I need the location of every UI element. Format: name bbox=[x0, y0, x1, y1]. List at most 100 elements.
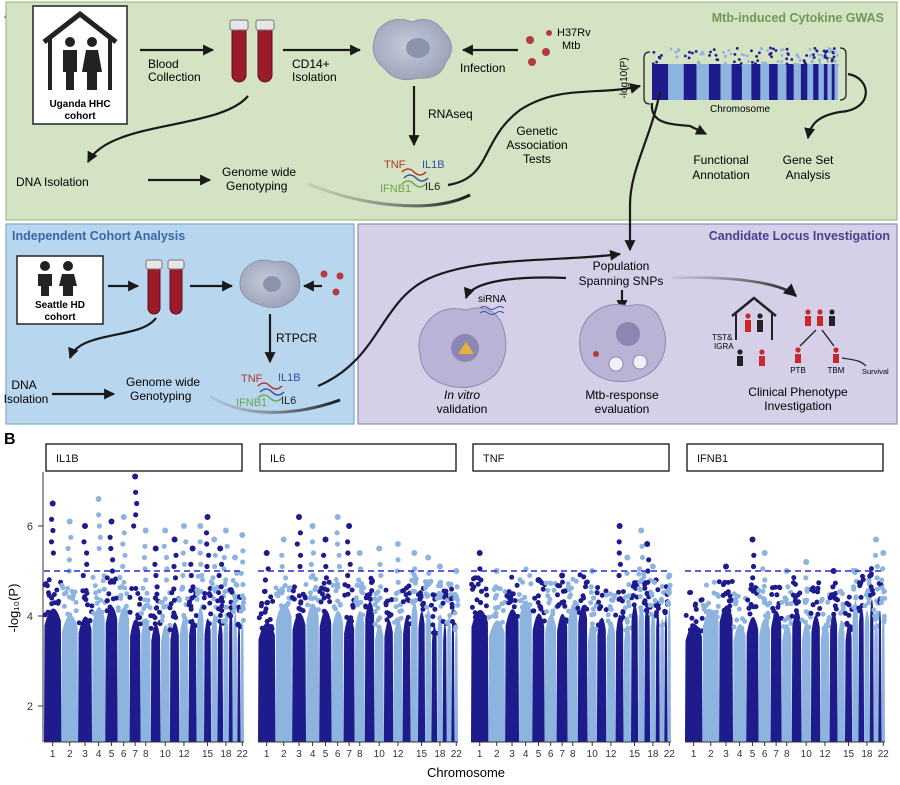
chrom-band bbox=[150, 624, 161, 742]
snp-point bbox=[607, 591, 613, 597]
snp-point bbox=[121, 579, 127, 585]
snp-point bbox=[109, 578, 115, 584]
snp-point bbox=[148, 625, 154, 631]
chrom-band bbox=[44, 608, 62, 742]
facet-title: IFNB1 bbox=[697, 453, 728, 465]
snp-point bbox=[693, 606, 699, 612]
phagosome-2 bbox=[632, 354, 648, 370]
snp-point bbox=[372, 621, 378, 627]
snp-point bbox=[454, 584, 460, 590]
snp-point bbox=[874, 575, 880, 581]
snp-point bbox=[803, 575, 809, 581]
chrom-band bbox=[631, 604, 639, 742]
snp-point bbox=[348, 615, 354, 621]
monocyte-nucleus-b bbox=[263, 276, 281, 292]
snp-point bbox=[228, 587, 234, 593]
snp-point bbox=[161, 604, 167, 610]
snp-point bbox=[384, 610, 390, 616]
mini-chrom-band bbox=[793, 64, 801, 100]
snp-point bbox=[258, 611, 264, 617]
snp-point bbox=[774, 592, 780, 598]
snp-point bbox=[613, 612, 619, 618]
snp-point bbox=[537, 603, 543, 609]
snp-point bbox=[636, 571, 642, 577]
snp-point bbox=[104, 608, 110, 614]
snp-point bbox=[857, 608, 863, 614]
snp-point bbox=[581, 595, 587, 601]
snp-point bbox=[133, 512, 139, 518]
snp-point bbox=[881, 616, 887, 622]
snp-point bbox=[867, 573, 873, 579]
snp-point bbox=[154, 591, 160, 597]
snp-point bbox=[761, 596, 767, 601]
snp-point bbox=[527, 573, 533, 578]
top-hit-point bbox=[666, 572, 673, 579]
snp-point bbox=[384, 617, 390, 623]
chrom-band bbox=[810, 615, 821, 742]
x-tick-label: 15 bbox=[202, 749, 214, 760]
rtpcr-label: RTPCR bbox=[276, 331, 317, 345]
snp-point bbox=[430, 592, 436, 598]
snp-point bbox=[760, 588, 766, 594]
snp-point bbox=[350, 604, 356, 610]
x-tick-label: 1 bbox=[50, 749, 56, 760]
chrom-band bbox=[791, 609, 802, 742]
snp-point bbox=[298, 600, 304, 606]
snp-point bbox=[690, 623, 696, 629]
snp-point bbox=[347, 561, 353, 567]
snp-point bbox=[437, 579, 444, 585]
arrow-blood-dna-b bbox=[68, 317, 157, 360]
chrom-band bbox=[306, 603, 320, 742]
top-hit-point bbox=[197, 523, 204, 529]
snp-point bbox=[651, 579, 658, 585]
mini-point bbox=[790, 58, 794, 61]
snp-point bbox=[494, 605, 500, 611]
mini-point bbox=[677, 49, 680, 53]
snp-point bbox=[152, 561, 158, 567]
snp-point bbox=[48, 539, 55, 545]
snp-point bbox=[869, 566, 874, 572]
x-tick-label: 22 bbox=[878, 749, 890, 760]
snp-point bbox=[449, 601, 455, 607]
snp-point bbox=[882, 595, 888, 601]
mini-chrom-band bbox=[769, 64, 778, 100]
chrom-band bbox=[204, 618, 212, 742]
snp-point bbox=[335, 584, 341, 590]
snp-point bbox=[624, 570, 630, 576]
snp-point bbox=[221, 566, 227, 572]
snp-point bbox=[518, 597, 524, 603]
snp-point bbox=[546, 600, 552, 606]
mini-point bbox=[715, 58, 719, 61]
snp-point bbox=[652, 598, 658, 603]
x-tick-label: 4 bbox=[737, 749, 743, 760]
snp-point bbox=[278, 603, 284, 609]
snp-point bbox=[228, 605, 234, 611]
chrom-band bbox=[217, 621, 224, 742]
chrom-band bbox=[228, 608, 233, 742]
mini-point bbox=[815, 49, 819, 53]
top-hit-point bbox=[189, 545, 196, 552]
arrow-geneset bbox=[804, 72, 867, 140]
snp-point bbox=[336, 552, 342, 558]
snp-point bbox=[223, 617, 229, 623]
snp-point bbox=[107, 604, 113, 610]
mini-point bbox=[714, 53, 718, 57]
top-hit-point bbox=[120, 514, 127, 520]
snp-point bbox=[831, 617, 837, 623]
snp-point bbox=[210, 575, 216, 581]
snp-point bbox=[400, 588, 406, 594]
snp-point bbox=[477, 566, 483, 572]
snp-point bbox=[240, 604, 246, 610]
snp-point bbox=[566, 594, 572, 600]
mtb-dot bbox=[593, 351, 599, 357]
snp-point bbox=[860, 573, 865, 579]
facet-strip bbox=[686, 443, 884, 472]
mini-point bbox=[818, 62, 822, 66]
snp-point bbox=[181, 561, 187, 567]
mini-point bbox=[780, 59, 784, 63]
snp-point bbox=[201, 595, 207, 601]
chrom-band bbox=[374, 624, 384, 742]
